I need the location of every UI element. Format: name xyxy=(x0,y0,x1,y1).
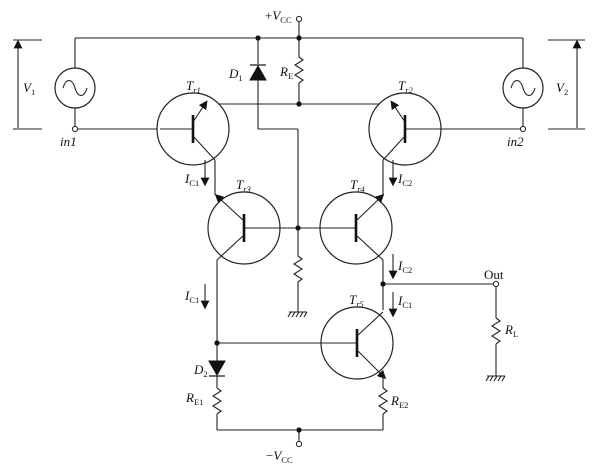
ic1-top-label: IC1 xyxy=(184,171,199,188)
v2-source xyxy=(502,38,544,133)
tr2-label: Tr2 xyxy=(398,78,414,95)
ic2-top-label: IC2 xyxy=(397,171,412,188)
sine-icon xyxy=(510,79,536,97)
transistor-tr1 xyxy=(156,92,230,195)
ic2-mid-label: IC2 xyxy=(397,258,412,275)
resistor-rl xyxy=(490,317,502,376)
in2-label: in2 xyxy=(507,134,524,149)
out-label: Out xyxy=(484,267,504,282)
ground-icon-rl xyxy=(485,375,506,382)
tr4-label: Tr4 xyxy=(350,177,366,194)
resistor-re xyxy=(205,38,405,105)
transistor-tr2 xyxy=(368,92,520,195)
v1-label: V1 xyxy=(23,80,35,97)
re2-label: RE2 xyxy=(390,393,408,410)
bias-resistor xyxy=(292,228,304,312)
re-label: RE xyxy=(279,64,293,81)
d2-label: D2 xyxy=(193,362,208,379)
v1-voltage-arrow xyxy=(13,39,42,130)
resistor-re2 xyxy=(377,387,389,430)
sine-icon xyxy=(62,79,88,97)
diode-d2 xyxy=(208,343,226,388)
vcc-bottom-rail xyxy=(217,429,383,448)
vcc-top-label: +VCC xyxy=(265,8,292,25)
transistor-tr5 xyxy=(217,306,394,388)
re1-label: RE1 xyxy=(185,390,203,407)
tr1-label: Tr1 xyxy=(186,78,201,95)
v2-voltage-arrow xyxy=(548,39,585,130)
transistor-tr4 xyxy=(298,191,393,310)
in1-label: in1 xyxy=(60,134,77,149)
v1-source xyxy=(54,38,160,133)
tr5-label: Tr5 xyxy=(349,292,364,309)
vcc-bottom-label: −VCC xyxy=(266,448,293,465)
rl-label: RL xyxy=(504,322,518,339)
vcc-top-rail xyxy=(75,15,523,39)
d1-label: D1 xyxy=(228,66,243,83)
resistor-re1 xyxy=(211,387,223,430)
diode-d1 xyxy=(249,38,299,228)
output-node xyxy=(383,280,500,318)
ic1-mid-label: IC1 xyxy=(184,288,199,305)
transistor-tr3 xyxy=(207,191,298,343)
ground-icon-mid xyxy=(287,311,308,318)
ic1-low-label: IC1 xyxy=(397,293,412,310)
v2-label: V2 xyxy=(556,80,568,97)
tr3-label: Tr3 xyxy=(236,177,251,194)
